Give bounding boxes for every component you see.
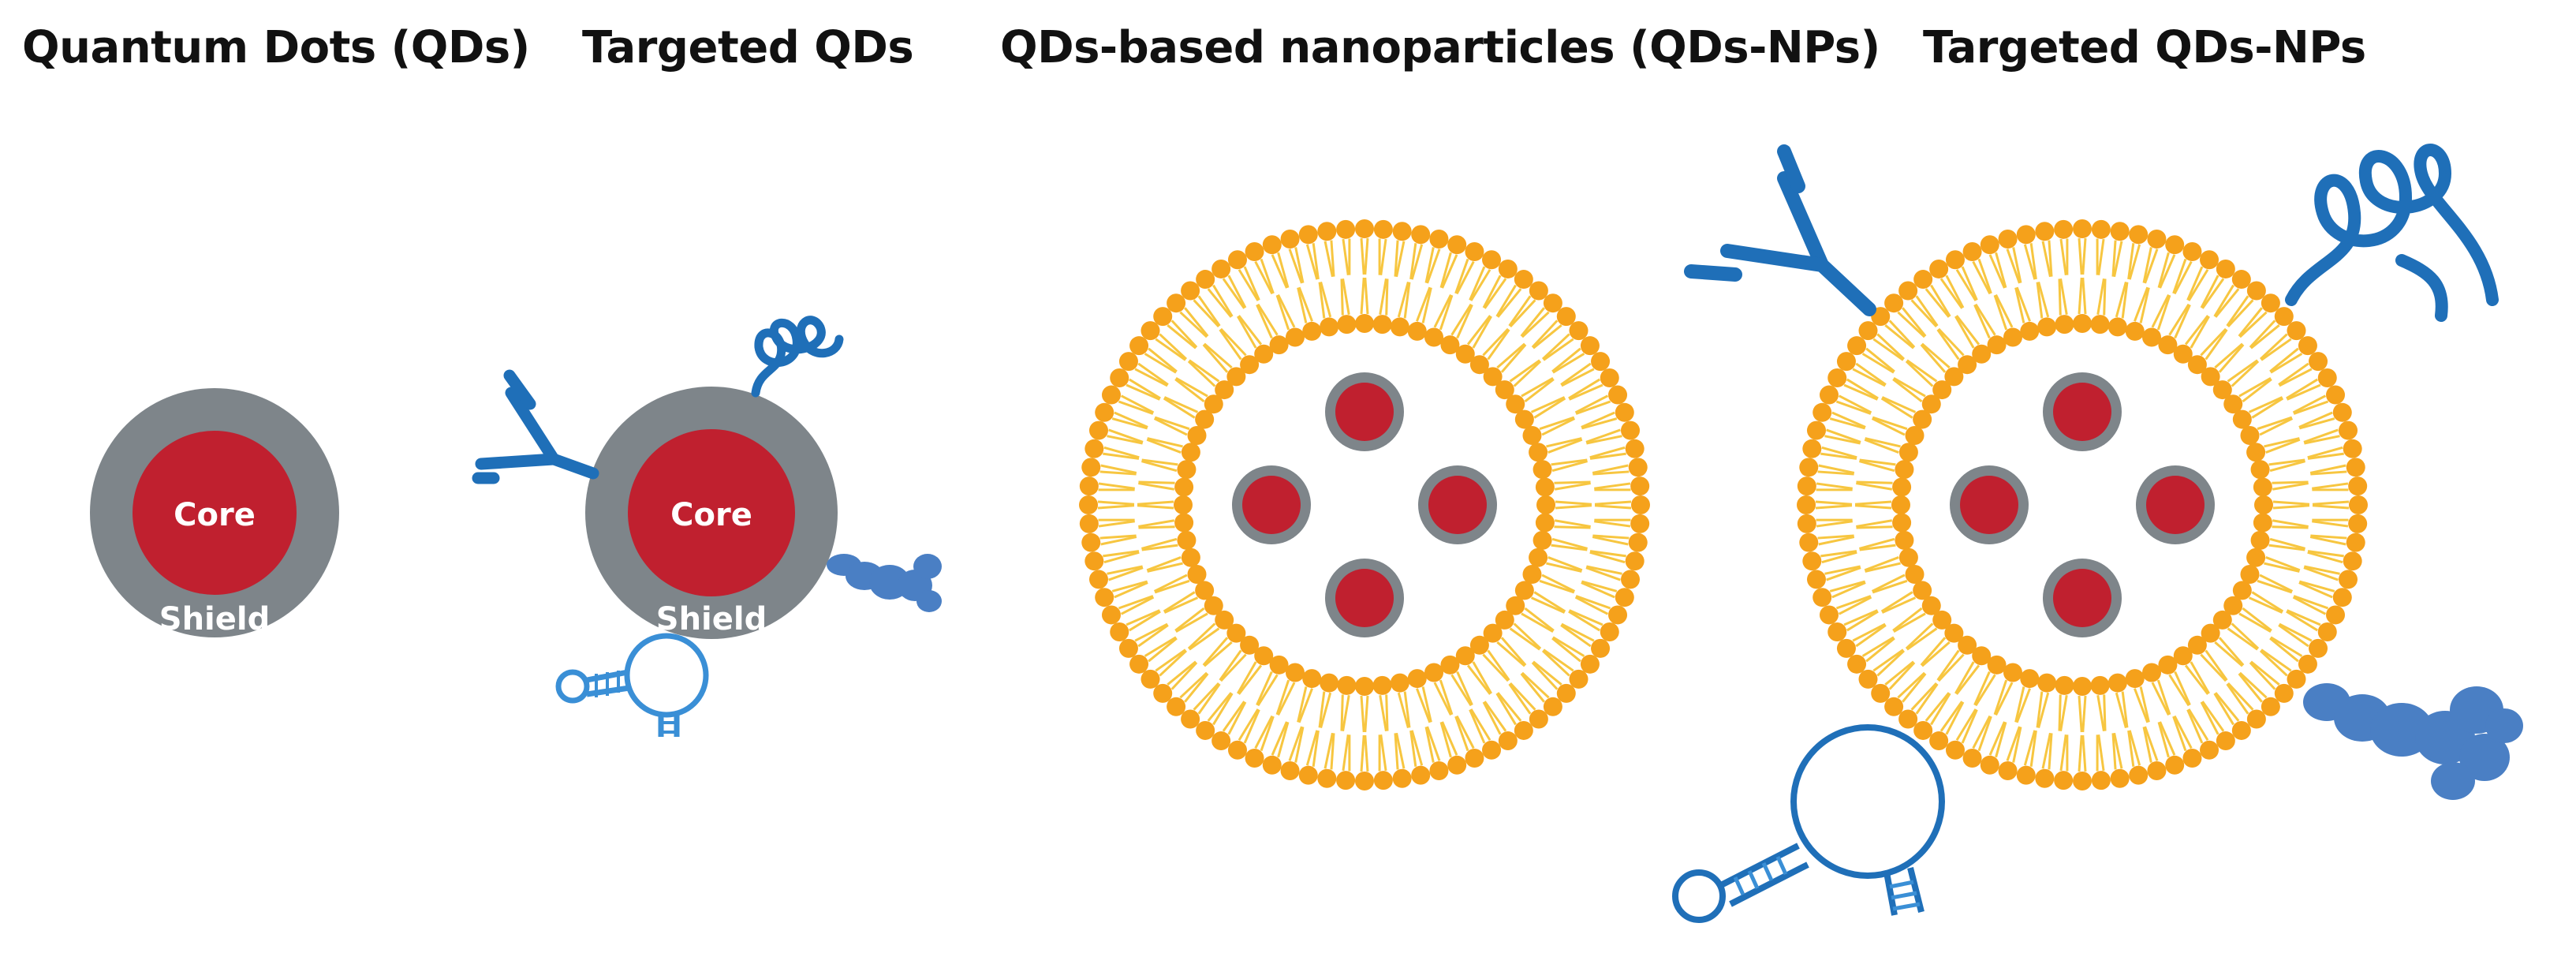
targeted-qd-core [628,429,795,596]
targeted-liposome-nanoparticle [1797,219,2368,790]
encapsulated-qds [1232,372,1497,637]
encapsulated-qd [1232,465,1311,544]
targeted-shield-label: Shield [656,601,767,637]
lipid-heads [1797,219,2368,790]
np-aptamer-icon [1672,724,1945,923]
core-label: Core [174,497,256,533]
encapsulated-qd [1325,372,1404,451]
shield-label: Shield [159,601,270,637]
encapsulated-qd [2043,372,2122,451]
title-targeted-qds-nps: Targeted QDs-NPs [1923,22,2366,73]
aptamer-icon [555,633,709,737]
np-peptide-icon [2285,144,2499,322]
lipid-heads [1079,219,1650,790]
title-qds-nanoparticles: QDs-based nanoparticles (QDs-NPs) [1000,22,1880,73]
encapsulated-qd [1325,559,1404,637]
qd-core [133,431,297,595]
targeted-np-ligands [1672,144,2523,923]
lipid-tails [1815,237,2350,772]
targeted-core-label: Core [670,497,752,533]
encapsulated-qd [1950,465,2029,544]
targeted-quantum-dot: Core Shield [472,316,942,737]
np-antibody-icon [1684,144,1876,316]
liposome-nanoparticle [1079,219,1650,790]
lipid-tails [1097,237,1632,772]
title-targeted-qds: Targeted QDs [582,22,914,73]
np-protein-icon [2303,683,2523,800]
protein-icon [827,554,942,612]
peptide-icon [751,316,844,398]
encapsulated-qd [2136,465,2215,544]
quantum-dot: Core Shield [90,388,339,637]
encapsulated-qd [2043,559,2122,637]
encapsulated-qd [1418,465,1497,544]
antibody-icon [472,369,599,484]
encapsulated-qds [1950,372,2215,637]
title-quantum-dots: Quantum Dots (QDs) [22,22,530,73]
